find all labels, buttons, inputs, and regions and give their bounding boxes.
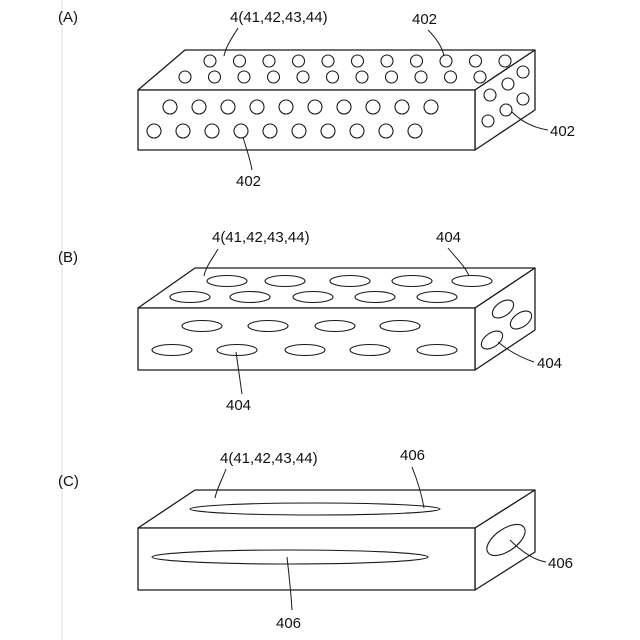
front-hole (279, 100, 293, 114)
panel-c-label: (C) (58, 473, 79, 490)
front-slot (182, 321, 222, 332)
front-hole (163, 100, 177, 114)
front-slot (417, 345, 457, 356)
panel-b: (B) (58, 229, 562, 414)
top-hole (415, 71, 427, 83)
side-hole (482, 115, 494, 127)
front-hole (424, 100, 438, 114)
top-hole (440, 55, 452, 67)
top-slot (417, 292, 457, 303)
panel-b-front-ref: 404 (226, 397, 251, 414)
front-slot (285, 345, 325, 356)
front-hole (176, 124, 190, 138)
top-hole (322, 55, 334, 67)
front-hole (308, 100, 322, 114)
front-slot (315, 321, 355, 332)
panel-b-side-ref: 404 (537, 355, 562, 372)
front-hole (147, 124, 161, 138)
top-hole (263, 55, 275, 67)
top-slot (170, 292, 210, 303)
side-hole (517, 93, 529, 105)
panel-c-top-ref: 406 (400, 447, 425, 464)
front-slot (248, 321, 288, 332)
panel-c-top-slot (190, 503, 440, 515)
panel-a-label: (A) (58, 9, 78, 26)
front-hole (366, 100, 380, 114)
panel-a-front-ref: 402 (236, 173, 261, 190)
side-hole (484, 89, 496, 101)
panel-a-front-face (138, 90, 475, 150)
top-hole (327, 71, 339, 83)
top-hole (474, 71, 486, 83)
top-hole (293, 55, 305, 67)
top-slot (392, 276, 432, 287)
side-hole (500, 104, 512, 116)
front-slot (380, 321, 420, 332)
top-hole (238, 71, 250, 83)
top-hole (204, 55, 216, 67)
panel-c-front-ref: 406 (276, 615, 301, 632)
front-slot (152, 345, 192, 356)
top-slot (207, 276, 247, 287)
top-hole (445, 71, 457, 83)
top-hole (499, 55, 511, 67)
top-hole (411, 55, 423, 67)
top-hole (352, 55, 364, 67)
front-hole (263, 124, 277, 138)
front-hole (205, 124, 219, 138)
top-hole (234, 55, 246, 67)
front-hole (234, 124, 248, 138)
top-hole (386, 71, 398, 83)
panel-b-label: (B) (58, 249, 78, 266)
front-slot (217, 345, 257, 356)
panel-b-top-ref: 404 (436, 229, 461, 246)
panel-b-body-ref: 4(41,42,43,44) (212, 229, 310, 246)
front-hole (250, 100, 264, 114)
front-hole (337, 100, 351, 114)
front-hole (221, 100, 235, 114)
front-hole (408, 124, 422, 138)
top-slot (265, 276, 305, 287)
top-hole (209, 71, 221, 83)
front-hole (292, 124, 306, 138)
top-slot (293, 292, 333, 303)
top-slot (355, 292, 395, 303)
front-slot (350, 345, 390, 356)
panel-b-front-face (138, 308, 475, 370)
panel-c-side-ref: 406 (548, 555, 573, 572)
front-hole (395, 100, 409, 114)
panel-a-side-ref: 402 (550, 123, 575, 140)
front-hole (192, 100, 206, 114)
top-hole (356, 71, 368, 83)
top-hole (381, 55, 393, 67)
front-hole (350, 124, 364, 138)
top-hole (268, 71, 280, 83)
side-hole (517, 66, 529, 78)
top-slot (230, 292, 270, 303)
front-hole (379, 124, 393, 138)
panel-a-top-ref: 402 (412, 11, 437, 28)
panel-c-front-slot (152, 550, 428, 564)
top-hole (470, 55, 482, 67)
panel-a-body-ref: 4(41,42,43,44) (230, 9, 328, 26)
side-hole (502, 78, 514, 90)
top-slot (452, 276, 492, 287)
front-hole (321, 124, 335, 138)
panel-c: (C) 4(41,42,43,44) 406 406 406 (58, 447, 573, 632)
top-slot (330, 276, 370, 287)
panel-c-body-ref: 4(41,42,43,44) (220, 450, 318, 467)
top-hole (179, 71, 191, 83)
top-hole (297, 71, 309, 83)
panel-a: (A) 4(41,42,43,44) 402 402 402 (58, 9, 575, 190)
